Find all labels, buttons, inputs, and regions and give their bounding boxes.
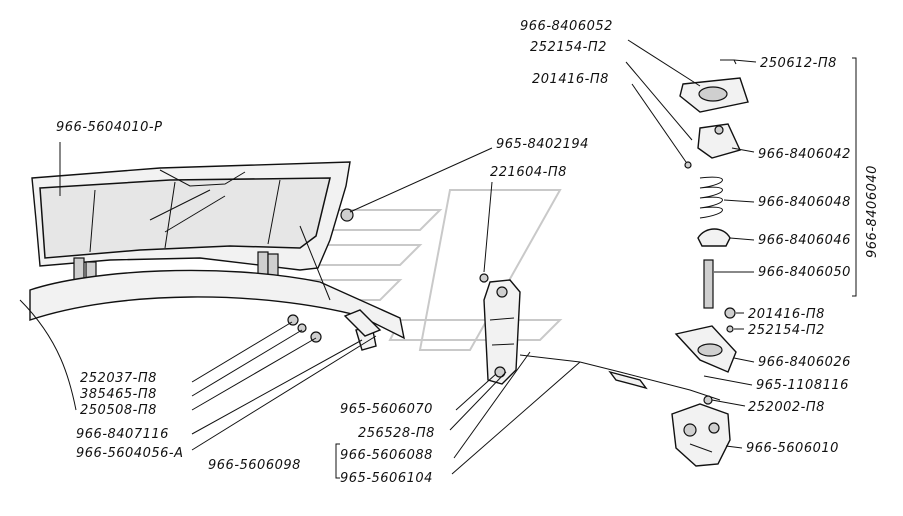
label-966-8406052: 966-8406052 bbox=[520, 19, 613, 34]
label-965-5606104: 965-5606104 bbox=[340, 471, 433, 486]
label-966-5604010: 966-5604010-Р bbox=[56, 120, 162, 135]
label-966-5606098: 966-5606098 bbox=[208, 458, 301, 473]
label-966-5606088: 966-5606088 bbox=[340, 448, 433, 463]
label-965-1108116: 965-1108116 bbox=[756, 378, 849, 393]
latch-assembly bbox=[671, 403, 731, 467]
label-965-5606070: 965-5606070 bbox=[340, 402, 433, 417]
label-966-5606010: 966-5606010 bbox=[746, 441, 839, 456]
label-385465: 385465-П8 bbox=[80, 387, 157, 402]
lock-striker bbox=[479, 273, 721, 405]
label-966-8407116: 966-8407116 bbox=[76, 427, 169, 442]
label-250612: 250612-П8 bbox=[760, 56, 837, 71]
label-252154-p2-bottom: 252154-П2 bbox=[748, 323, 825, 338]
trunk-lid bbox=[19, 161, 405, 411]
label-256528: 256528-П8 bbox=[358, 426, 435, 441]
label-965-8402194: 965-8402194 bbox=[496, 137, 589, 152]
label-966-5604056: 966-5604056-А bbox=[76, 446, 184, 461]
label-201416-top: 201416-П8 bbox=[532, 72, 609, 87]
label-966-8406040-assembly: 966-8406040 bbox=[865, 165, 880, 258]
label-252154-p2-top: 252154-П2 bbox=[530, 40, 607, 55]
label-966-8406046: 966-8406046 bbox=[758, 233, 851, 248]
label-252002: 252002-П8 bbox=[748, 400, 825, 415]
leader-lines bbox=[59, 39, 857, 479]
label-221604: 221604-П8 bbox=[490, 165, 567, 180]
label-966-8406042: 966-8406042 bbox=[758, 147, 851, 162]
label-201416-bottom: 201416-П8 bbox=[748, 307, 825, 322]
label-966-8406048: 966-8406048 bbox=[758, 195, 851, 210]
label-966-8406050: 966-8406050 bbox=[758, 265, 851, 280]
rear-window-glass bbox=[39, 177, 331, 259]
label-250508: 250508-П8 bbox=[80, 403, 157, 418]
label-252037: 252037-П8 bbox=[80, 371, 157, 386]
part-labels: 966-5604010-Р 966-8406052 252154-П2 2506… bbox=[56, 19, 880, 486]
spring-assembly bbox=[674, 59, 749, 373]
label-966-8406026: 966-8406026 bbox=[758, 355, 851, 370]
